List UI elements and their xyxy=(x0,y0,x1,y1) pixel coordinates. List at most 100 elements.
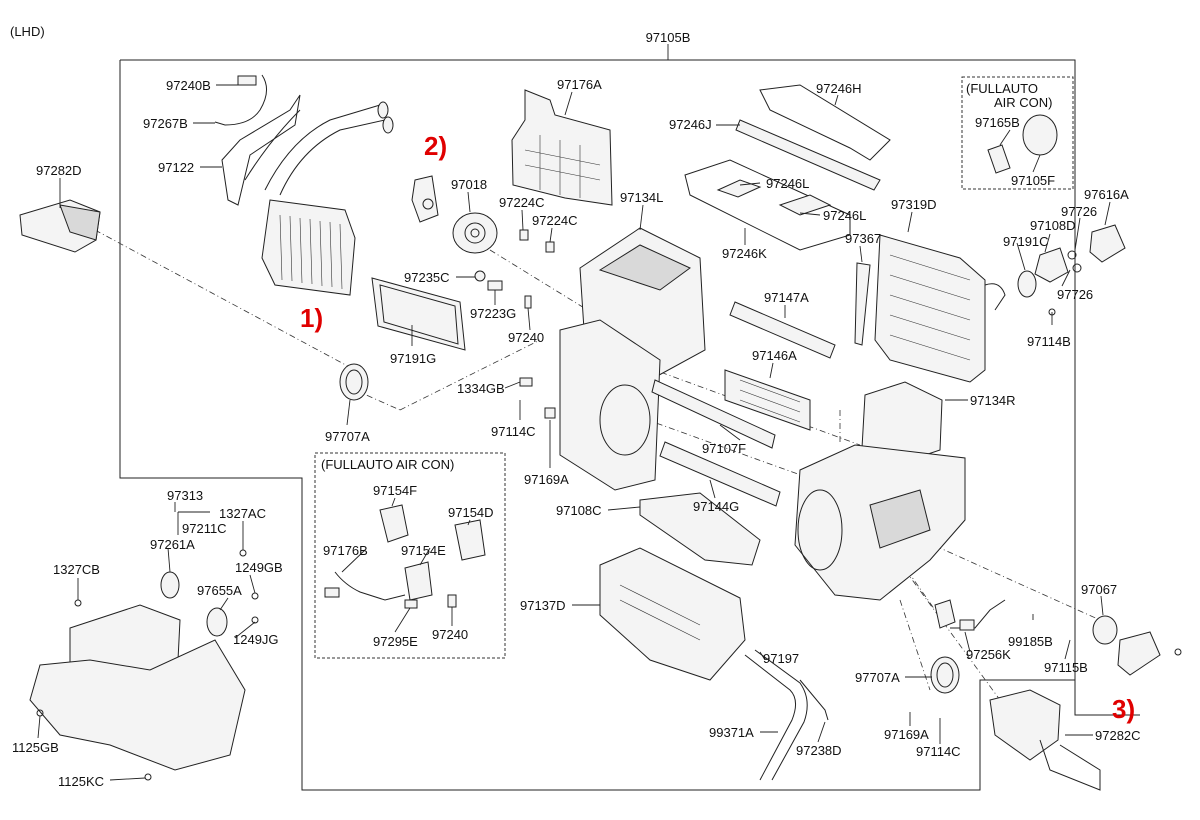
part-label: 1125GB xyxy=(12,740,59,755)
part-label: 97176A xyxy=(557,77,602,92)
part-label: 1334GB xyxy=(457,381,505,396)
cover-97176A xyxy=(511,89,613,206)
full-auto-top-line1: (FULLAUTO xyxy=(966,81,1038,96)
part-label: 97108D xyxy=(1030,218,1076,233)
part-label: 1125KC xyxy=(58,774,104,789)
part-label: 97313 xyxy=(167,488,203,503)
part-label: 97726 xyxy=(1057,287,1093,302)
part-label: 97154E xyxy=(401,543,446,558)
part-label: 97240B xyxy=(166,78,211,93)
part-label: 1327CB xyxy=(53,562,100,577)
doors xyxy=(651,301,836,507)
part-label: 99371A xyxy=(709,725,754,740)
part-label: 97144G xyxy=(693,499,739,514)
part-label: 97154D xyxy=(448,505,494,520)
part-label: 97147A xyxy=(764,290,809,305)
part-label: 97105F xyxy=(1011,173,1055,188)
seal-97367 xyxy=(854,262,871,346)
part-label: 97197 xyxy=(763,651,799,666)
valve-parts xyxy=(1017,224,1126,316)
part-label: 97367 xyxy=(845,231,881,246)
part-label: 97115B xyxy=(1044,660,1088,675)
part-label: 97224C xyxy=(499,195,545,210)
part-label: 97282D xyxy=(36,163,82,178)
part-label: 97018 xyxy=(451,177,487,192)
part-label: 97238D xyxy=(796,743,842,758)
part-label: 97319D xyxy=(891,197,937,212)
full-auto-top-line2: AIR CON) xyxy=(994,95,1053,110)
assembly-lines xyxy=(94,229,1101,701)
evaporator xyxy=(874,234,1006,383)
lower-case xyxy=(599,547,746,681)
callout-2: 2) xyxy=(424,131,447,161)
part-label: 97165B xyxy=(975,115,1020,130)
part-label: 97246L xyxy=(766,176,809,191)
part-label: 97261A xyxy=(150,537,195,552)
part-label: 97154F xyxy=(373,483,417,498)
filter-frame xyxy=(371,277,466,351)
sensor-wire xyxy=(214,74,267,126)
callout-1: 1) xyxy=(300,303,323,333)
wire-harness-97256K xyxy=(934,599,1006,631)
in-car-sensor xyxy=(987,114,1058,174)
part-label: 97616A xyxy=(1084,187,1129,202)
part-label: 97240 xyxy=(508,330,544,345)
part-label: 97169A xyxy=(884,727,929,742)
actuator-97067 xyxy=(1092,615,1182,676)
part-label: 97295E xyxy=(373,634,418,649)
assembly-number-label: 97105B xyxy=(646,30,691,45)
part-labels: 97240B 97267B 97122 97282D 97176A 97018 … xyxy=(12,77,1141,789)
heater-pipes xyxy=(244,101,394,196)
part-label: 97223G xyxy=(470,306,516,321)
part-label: 97134L xyxy=(620,190,663,205)
pipe-bracket xyxy=(221,94,301,206)
drive-side-label: (LHD) xyxy=(10,24,45,39)
actuator-bracket xyxy=(411,175,439,223)
duct-left xyxy=(19,199,101,253)
part-label: 1327AC xyxy=(219,506,266,521)
part-label: 97191C xyxy=(1003,234,1049,249)
part-label: 97256K xyxy=(966,647,1011,662)
assembly-frame xyxy=(119,44,1140,791)
part-label: 97134R xyxy=(970,393,1016,408)
full-auto-center-title: (FULLAUTO AIR CON) xyxy=(321,457,454,472)
drain-hose xyxy=(744,649,829,781)
part-label: 97191G xyxy=(390,351,436,366)
part-label: 97282C xyxy=(1095,728,1141,743)
part-label: 97122 xyxy=(158,160,194,175)
part-label: 97246H xyxy=(816,81,862,96)
part-label: 97726 xyxy=(1061,204,1097,219)
part-label: 97176B xyxy=(323,543,368,558)
part-label: 99185B xyxy=(1008,634,1053,649)
part-label: 97267B xyxy=(143,116,188,131)
part-label: 97707A xyxy=(855,670,900,685)
actuator-97018 xyxy=(452,212,498,254)
part-label: 97169A xyxy=(524,472,569,487)
filter-gaskets xyxy=(684,84,891,251)
heater-core xyxy=(261,199,356,296)
part-label: 97114C xyxy=(916,744,961,759)
part-label: 97067 xyxy=(1081,582,1117,597)
part-label: 97114B xyxy=(1027,334,1071,349)
part-label: 1249JG xyxy=(233,632,279,647)
housing-right xyxy=(794,381,966,601)
seal-ring-left xyxy=(339,363,369,401)
part-label: 97240 xyxy=(432,627,468,642)
full-auto-box-top xyxy=(961,76,1074,190)
full-auto-box-center xyxy=(314,452,506,659)
part-label: 97246L xyxy=(823,208,866,223)
part-label: 97246J xyxy=(669,117,712,132)
part-label: 97235C xyxy=(404,270,450,285)
part-label: 97108C xyxy=(556,503,602,518)
part-label: 97146A xyxy=(752,348,797,363)
part-label: 97246K xyxy=(722,246,767,261)
part-label: 97707A xyxy=(325,429,370,444)
part-label: 97107F xyxy=(702,441,746,456)
duct-right xyxy=(989,689,1101,791)
part-label: 97224C xyxy=(532,213,578,228)
callout-3: 3) xyxy=(1112,694,1135,724)
drain-tray xyxy=(639,492,761,566)
leader-lines xyxy=(37,84,1111,781)
part-label: 97114C xyxy=(491,424,536,439)
part-label: 97655A xyxy=(197,583,242,598)
